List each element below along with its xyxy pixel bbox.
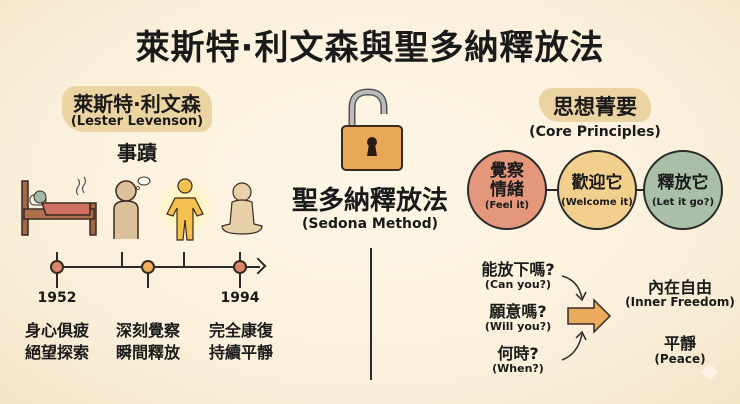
method-title-zh: 聖多納釋放法: [291, 186, 448, 216]
lester-name-banner: 萊斯特·利文森 (Lester Levenson): [62, 86, 212, 132]
result-en: (Peace): [654, 352, 706, 366]
timeline-arrow-icon: [249, 257, 267, 275]
page-title: 萊斯特·利文森與聖多納釋放法: [135, 28, 605, 68]
timeline-dot-mid: [141, 260, 155, 274]
sparkle-icon: [701, 363, 719, 381]
principles-heading-en: (Core Principles): [529, 124, 661, 140]
circle-connector: [636, 189, 646, 191]
timeline-dot-end: [233, 260, 247, 274]
stage-description: 身心俱疲 絕望探索: [24, 321, 89, 362]
meditating-person-icon: [221, 182, 263, 235]
vertical-divider: [370, 248, 372, 380]
result-zh: 平靜: [663, 334, 696, 353]
result-zh: 內在自由: [647, 278, 712, 297]
principles-banner: 思想菁要: [539, 88, 651, 122]
method-title-en: (Sedona Method): [301, 216, 439, 232]
principle-welcome-it: 歡迎它 (Welcome it): [557, 150, 637, 230]
timeline-axis: [55, 266, 260, 268]
question-zh: 何時?: [497, 344, 539, 363]
circle-connector: [545, 189, 560, 191]
question-en: (When?): [492, 362, 544, 375]
year-start: 1952: [37, 290, 77, 306]
question-zh: 能放下嗎?: [481, 260, 555, 279]
glowing-person-icon: [155, 178, 215, 241]
timeline-tick: [147, 266, 149, 288]
year-end: 1994: [220, 290, 260, 306]
principle-let-it-go: 釋放它 (Let it go?): [643, 150, 723, 230]
stage-description: 完全康復 持續平靜: [208, 321, 273, 362]
timeline-dot-start: [50, 260, 64, 274]
stage-description: 深刻覺察 瞬間釋放: [115, 321, 180, 362]
timeline-tick: [121, 252, 123, 266]
lester-name-zh: 萊斯特·利文森: [73, 92, 201, 116]
sick-in-bed-icon: [21, 176, 97, 236]
question-en: (Will you?): [484, 320, 552, 333]
deeds-heading: 事蹟: [117, 141, 157, 165]
convergence-arrow-icon: [561, 275, 612, 361]
principles-heading-zh: 思想菁要: [553, 95, 637, 119]
principle-feel-it: 覺察 情緒 (Feel it): [467, 150, 547, 230]
question-en: (Can you?): [484, 278, 552, 291]
timeline-tick: [183, 252, 185, 266]
lester-name-en: (Lester Levenson): [70, 114, 204, 129]
open-padlock-icon: [341, 88, 403, 171]
thinking-person-icon: [113, 176, 151, 239]
result-en: (Inner Freedom): [625, 295, 735, 309]
question-zh: 願意嗎?: [489, 302, 547, 321]
